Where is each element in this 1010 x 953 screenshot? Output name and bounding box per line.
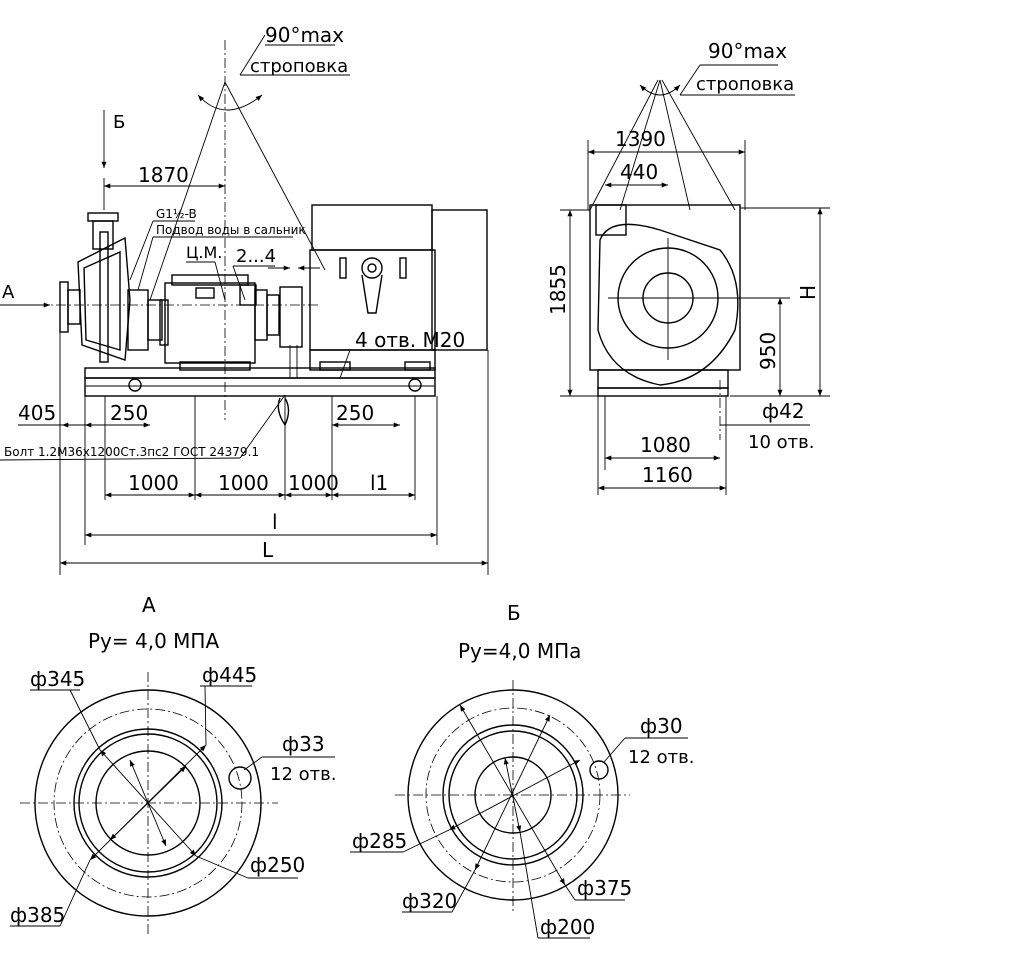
dim-405: 405 xyxy=(18,401,56,425)
end-sling-angle: 90°max xyxy=(708,39,787,63)
cm-label: Ц.М. xyxy=(186,243,222,262)
dim-1000-1: 1000 xyxy=(128,471,179,495)
flange-b-d285: ф285 xyxy=(352,829,407,853)
end-view: 90°max строповка 1390 440 1855 H xyxy=(546,39,830,495)
flange-b-pressure: Ру=4,0 МПа xyxy=(458,639,581,663)
sling-lines xyxy=(149,34,350,420)
flange-a-d345: ф345 xyxy=(30,667,85,691)
flange-b-d375: ф375 xyxy=(577,876,632,900)
base-frame xyxy=(84,361,436,397)
pump-body xyxy=(59,212,163,363)
dim-l: l xyxy=(272,510,278,534)
dim-1160: 1160 xyxy=(642,463,693,487)
view-b-marker: Б xyxy=(113,112,125,133)
flange-a-d445: ф445 xyxy=(202,663,257,687)
sling-label: строповка xyxy=(250,56,348,77)
end-sling-label: строповка xyxy=(696,74,794,95)
dim-1000-2: 1000 xyxy=(218,471,269,495)
dim-950: 950 xyxy=(756,332,780,370)
dim-1870: 1870 xyxy=(138,163,189,187)
flange-b-d200: ф200 xyxy=(540,915,595,939)
flange-b-title: Б xyxy=(507,601,521,625)
end-holes-label: 10 отв. xyxy=(748,432,814,453)
gap-label: 2...4 xyxy=(236,246,276,267)
dim-440: 440 xyxy=(620,160,658,184)
sling-angle-label: 90°max xyxy=(265,23,344,47)
flange-a-holes: 12 отв. xyxy=(270,764,336,785)
flange-b: Б Ру=4,0 МПа ф30 12 отв. ф285 ф375 ф320 … xyxy=(350,601,694,939)
flange-a-pressure: Ру= 4,0 МПА xyxy=(88,629,219,653)
flange-a: A Ру= 4,0 МПА ф345 ф445 ф33 12 отв. ф250… xyxy=(10,593,336,935)
side-view: 90°max строповка Б A 1870 xyxy=(0,23,489,575)
dim-phi42: ф42 xyxy=(762,399,805,423)
flange-b-d320: ф320 xyxy=(402,889,457,913)
view-a-marker: A xyxy=(2,282,15,303)
flange-b-holes: 12 отв. xyxy=(628,747,694,768)
flange-a-title: A xyxy=(142,593,156,617)
flange-a-d385: ф385 xyxy=(10,903,65,927)
g-label: G1½-B xyxy=(156,207,197,221)
dim-1080: 1080 xyxy=(640,433,691,457)
holes-m20-label: 4 отв. М20 xyxy=(355,328,465,352)
bolt-label: Болт 1.2М36х1200Ст.3пс2 ГОСТ 24379.1 xyxy=(4,445,259,459)
flange-a-d33: ф33 xyxy=(282,732,325,756)
dim-250-right: 250 xyxy=(336,401,374,425)
dim-l1: l1 xyxy=(370,471,388,495)
dim-1855: 1855 xyxy=(546,264,570,315)
water-supply-label: Подвод воды в сальник xyxy=(156,223,306,237)
flange-b-d30: ф30 xyxy=(640,714,683,738)
flange-a-d250: ф250 xyxy=(250,853,305,877)
dim-H: H xyxy=(796,285,820,300)
dim-250-left: 250 xyxy=(110,401,148,425)
dim-1000-3: 1000 xyxy=(288,471,339,495)
dim-1390: 1390 xyxy=(615,127,666,151)
dim-L: L xyxy=(262,538,274,562)
middle-unit xyxy=(159,274,303,378)
